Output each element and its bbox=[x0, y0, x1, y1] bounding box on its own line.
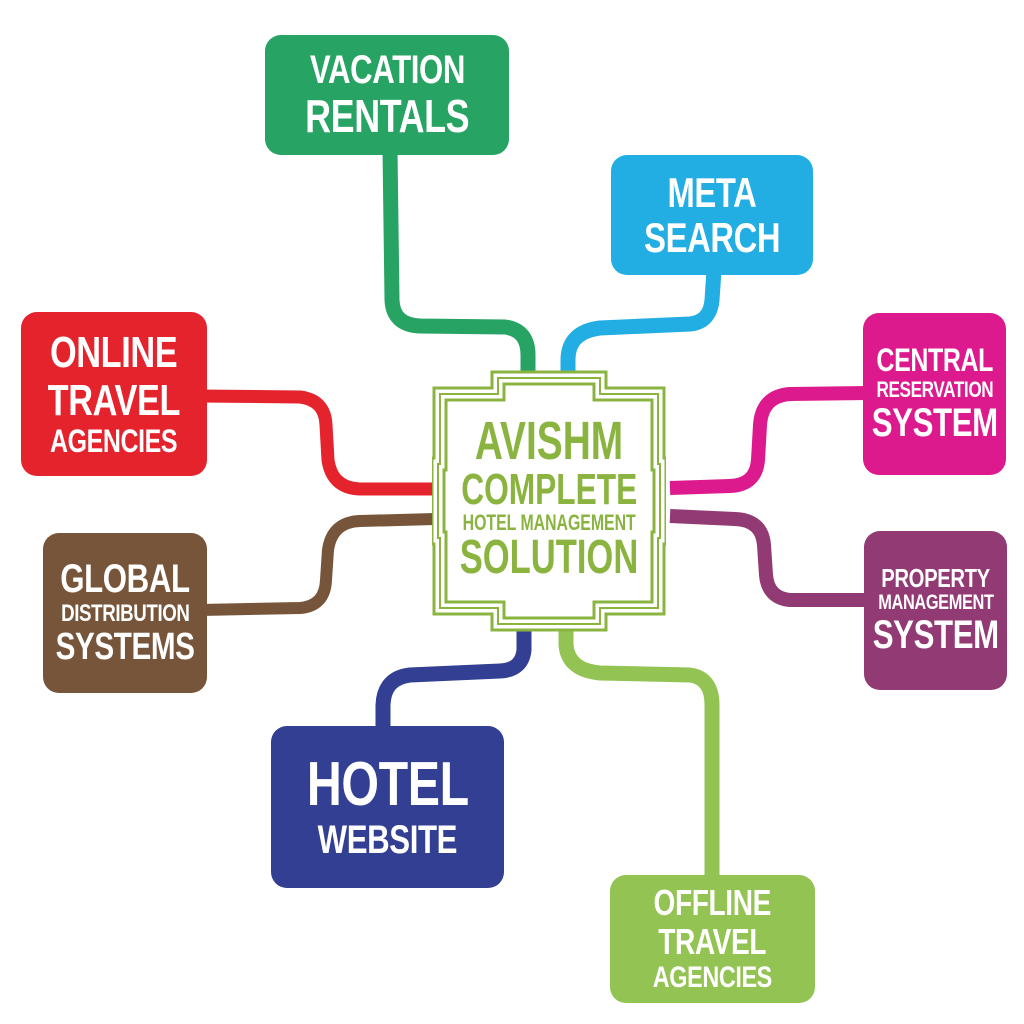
node-label: CENTRAL bbox=[876, 342, 993, 379]
node-label: WEBSITE bbox=[317, 817, 458, 862]
node-label: AGENCIES bbox=[652, 960, 773, 994]
node-offline-travel-agencies: OFFLINE TRAVEL AGENCIES bbox=[610, 875, 815, 1003]
center-title-line-2: COMPLETE bbox=[461, 465, 638, 514]
node-label: PROPERTY bbox=[881, 562, 990, 593]
node-label: OFFLINE bbox=[653, 881, 772, 923]
node-central-reservation-system: CENTRAL RESERVATION SYSTEM bbox=[863, 313, 1006, 475]
node-label: HOTEL bbox=[306, 749, 469, 819]
node-meta-search: META SEARCH bbox=[611, 155, 813, 275]
central-emblem: AVISHM COMPLETE HOTEL MANAGEMENT SOLUTIO… bbox=[432, 370, 666, 632]
node-online-travel-agencies: ONLINE TRAVEL AGENCIES bbox=[21, 312, 207, 476]
node-label: SYSTEM bbox=[871, 400, 998, 445]
node-hotel-website: HOTEL WEBSITE bbox=[271, 726, 504, 888]
node-label: TRAVEL bbox=[47, 375, 181, 425]
node-vacation-rentals: VACATION RENTALS bbox=[265, 35, 509, 155]
node-property-management-system: PROPERTY MANAGEMENT SYSTEM bbox=[864, 531, 1007, 690]
node-label: RESERVATION bbox=[876, 376, 993, 402]
center-title-line-3: HOTEL MANAGEMENT bbox=[462, 510, 636, 535]
node-label: GLOBAL bbox=[60, 556, 190, 601]
node-label: ONLINE bbox=[50, 328, 178, 378]
center-title-line-4: SOLUTION bbox=[459, 531, 639, 584]
node-label: META bbox=[667, 168, 757, 216]
node-label: DISTRIBUTION bbox=[60, 600, 190, 628]
node-label: VACATION bbox=[309, 47, 465, 92]
node-label: SYSTEMS bbox=[55, 626, 195, 669]
node-label: AGENCIES bbox=[50, 423, 178, 460]
node-label: MANAGEMENT bbox=[877, 590, 994, 614]
node-label: SYSTEM bbox=[872, 613, 999, 658]
node-label: SEARCH bbox=[643, 214, 780, 261]
emblem-frame-icon bbox=[432, 370, 666, 632]
node-label: RENTALS bbox=[304, 89, 470, 142]
center-title-line-1: AVISHM bbox=[474, 411, 624, 471]
node-label: TRAVEL bbox=[658, 920, 767, 962]
node-global-distribution-systems: GLOBAL DISTRIBUTION SYSTEMS bbox=[43, 533, 207, 693]
